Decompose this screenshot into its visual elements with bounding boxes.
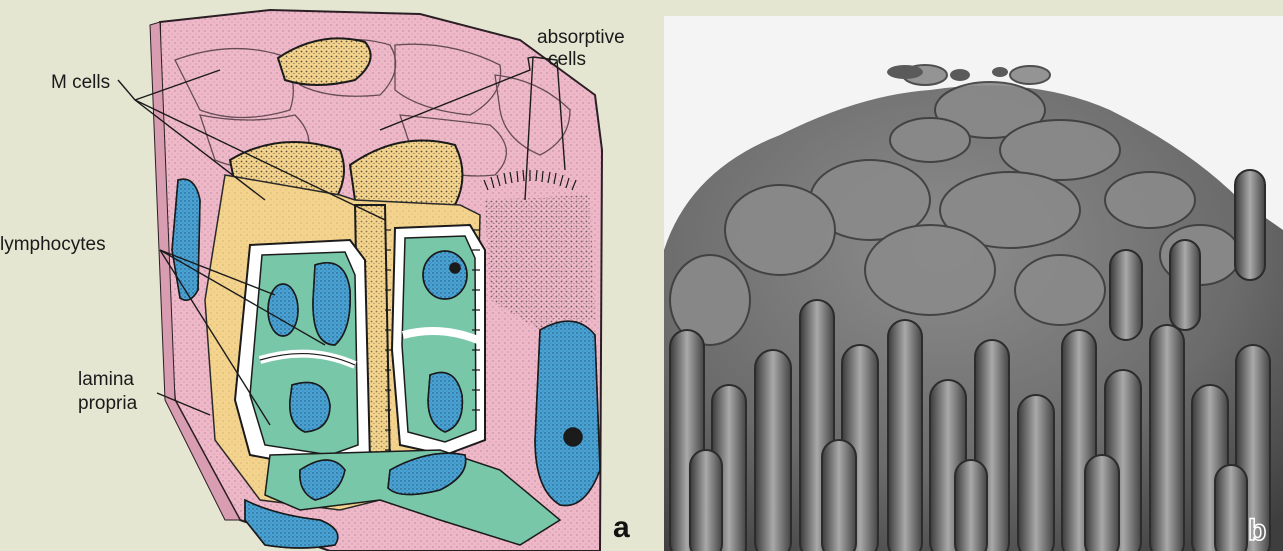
label-propria: propria <box>78 393 138 414</box>
label-lamina: lamina <box>78 369 134 390</box>
lymphocyte-nucleus <box>428 373 462 433</box>
label-absorptive: absorptive <box>537 27 625 48</box>
lymphocyte-nucleus <box>268 284 298 336</box>
lymphocyte-nucleus <box>290 383 330 433</box>
panel-b-micrograph <box>664 16 1283 551</box>
panel-a-illustration: absorptive cells M cells lymphocytes lam… <box>0 10 630 551</box>
label-m-cells: M cells <box>51 72 110 93</box>
panel-letter-b: b <box>1248 514 1266 547</box>
lymphocyte-nucleus <box>313 263 350 345</box>
absorptive-cell-nucleus-large <box>535 321 600 505</box>
label-absorptive-cells: cells <box>548 49 586 70</box>
label-lymphocytes: lymphocytes <box>0 234 106 255</box>
lymphocyte-nucleus <box>423 251 467 299</box>
panel-letter-a: a <box>613 511 630 544</box>
